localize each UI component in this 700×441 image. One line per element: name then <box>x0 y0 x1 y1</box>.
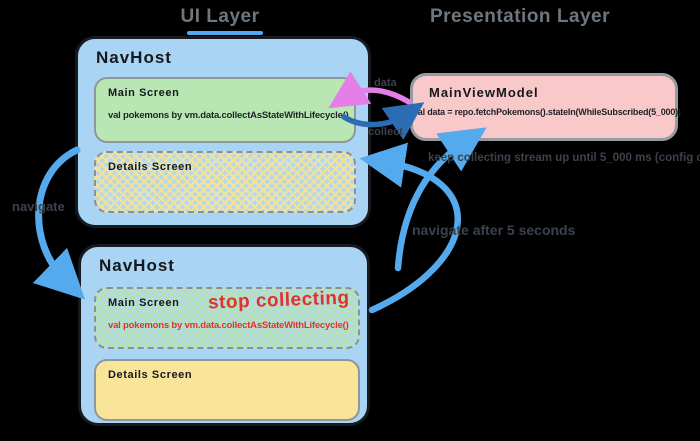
presentation-layer-title: Presentation Layer <box>429 6 611 27</box>
details-screen-bottom: Details Screen <box>94 359 360 421</box>
navigate-after-label: navigate after 5 seconds <box>412 222 576 238</box>
navhost-bottom: NavHost Main Screen stop collecting val … <box>78 244 370 426</box>
main-screen-bottom: Main Screen stop collecting val pokemons… <box>94 287 360 349</box>
viewmodel-box: MainViewModel val data = repo.fetchPokem… <box>410 73 681 141</box>
ui-layer-title: UI Layer <box>180 6 260 27</box>
details-screen-bottom-title: Details Screen <box>108 369 193 381</box>
navhost-top-title: NavHost <box>96 48 172 67</box>
data-label: data <box>374 77 397 89</box>
navigate-arrow <box>32 146 86 300</box>
collect-label: collect <box>368 126 403 138</box>
main-screen-top: Main Screen val pokemons by vm.data.coll… <box>94 77 356 143</box>
keep-collecting-label: keep collecting stream up until 5_000 ms… <box>428 152 700 164</box>
details-screen-top-title: Details Screen <box>108 161 193 173</box>
navhost-top: NavHost Main Screen val pokemons by vm.d… <box>75 36 371 228</box>
details-screen-top: Details Screen <box>94 151 356 213</box>
main-screen-top-code: val pokemons by vm.data.collectAsStateWi… <box>108 110 349 121</box>
viewmodel-title: MainViewModel <box>429 85 539 100</box>
ui-layer-underline <box>187 31 263 35</box>
main-screen-bottom-code: val pokemons by vm.data.collectAsStateWi… <box>108 320 349 331</box>
navhost-bottom-title: NavHost <box>99 256 175 275</box>
main-screen-top-title: Main Screen <box>108 87 180 99</box>
stop-collecting-annotation: stop collecting <box>207 287 350 314</box>
viewmodel-code: val data = repo.fetchPokemons().stateIn(… <box>413 107 681 117</box>
main-screen-bottom-title: Main Screen <box>108 297 180 309</box>
navigate-label: navigate <box>12 199 65 214</box>
